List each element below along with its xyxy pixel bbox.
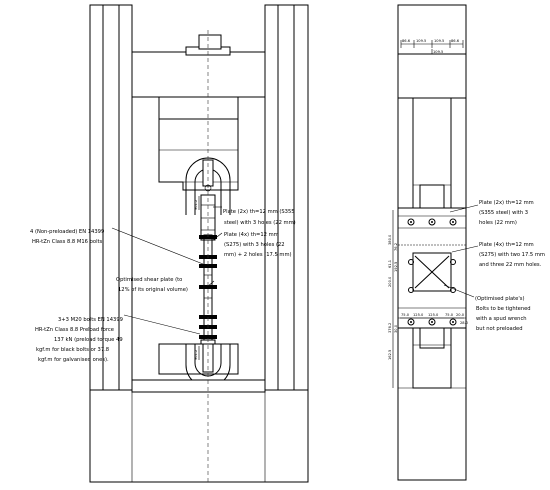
right-column-inner	[277, 4, 295, 391]
plate-2x-note-l2: steel) with 3 holes (22 mm)	[224, 220, 296, 226]
right-vertical-dims: 380.0 76.2 61.1 192.5 200.0 376.2 30.0 1…	[388, 210, 398, 388]
upper-grip-block	[158, 96, 239, 120]
svg-text:75.0: 75.0	[401, 313, 410, 317]
side-bolts-top	[407, 218, 457, 226]
svg-text:61.1: 61.1	[388, 260, 392, 268]
svg-text:125.0: 125.0	[413, 313, 424, 317]
plate-4x-note-l2: (S275) with 3 holes (22	[224, 242, 285, 248]
svg-text:380.0: 380.0	[388, 234, 392, 245]
x-brace-2	[414, 255, 450, 289]
plate-2x-note-l1: Plate (2x) th=12 mm (S355	[223, 209, 295, 215]
right-plate-4x-note-l2: (S275) with two 17.5 mm	[479, 252, 545, 258]
side-optimised-plate	[412, 252, 452, 292]
top-crosshead	[131, 51, 266, 98]
base-block	[89, 389, 309, 483]
upper-grip-taper	[158, 119, 239, 191]
svg-text:376.2: 376.2	[388, 323, 392, 333]
right-column-outer	[264, 4, 309, 391]
right-plate-2x-note-l3: holes (22 mm)	[479, 220, 517, 226]
top-actuator-head	[198, 34, 222, 50]
side-upper-grip	[412, 97, 452, 209]
side-connection-plates	[397, 207, 467, 329]
left-annotations: Plate (2x) th=12 mm (S355 steel) with 3 …	[30, 206, 296, 363]
right-optimised-note-l3: with a spud wrench	[476, 316, 527, 322]
base-plinth	[131, 379, 266, 393]
right-horizontal-dims: 75.0 125.0 125.0 75.0 20.0 28.0	[400, 313, 469, 325]
right-optimised-note-l4: but not preloaded	[476, 326, 522, 332]
right-side-view	[397, 4, 467, 481]
svg-text:20.0: 20.0	[456, 313, 465, 317]
svg-text:200.0: 200.0	[388, 276, 392, 287]
svg-text:125.0: 125.0	[428, 313, 439, 317]
svg-text:30.0: 30.0	[394, 324, 398, 333]
right-plate-2x-note-l1: Plate (2x) th=12 mm	[479, 200, 534, 206]
side-lower-plate	[419, 327, 445, 349]
right-optimised-note-l2: Bolts to be tightened	[476, 306, 531, 312]
dim-top-sub: 109.5	[433, 50, 443, 54]
svg-text:75.0: 75.0	[445, 313, 454, 317]
bolts-m20-note-l1: 3+3 M20 bolts EN 14399	[58, 317, 123, 323]
left-dim-v2: 961.2	[194, 350, 198, 360]
dim-top-1: 86.6	[402, 39, 411, 43]
shear-plate-note-l1: Optimised shear plate (to	[116, 277, 182, 283]
svg-text:192.5: 192.5	[394, 262, 398, 272]
right-plate-4x-note-l1: Plate (4x) th=12 mm	[479, 242, 534, 248]
bolts-m20-note-l5: kgf.m for galvanised ones).	[38, 357, 109, 363]
side-lower-grip	[412, 327, 452, 389]
svg-text:76.2: 76.2	[394, 243, 398, 251]
shear-plate-note-l2: 12% of its original volume)	[118, 287, 188, 293]
bolts-m20-note-l4: kgf.m for black bolts or 37.8	[36, 347, 109, 353]
right-optimised-note-l1: (Optimised plate's)	[475, 296, 525, 302]
bolts-m20-note-l3: 137 kN (preload torque 49	[54, 337, 123, 343]
right-plate-2x-note-l2: (S355 steel) with 3	[479, 210, 528, 216]
dim-top-4: 86.6	[451, 39, 460, 43]
right-plate-4x-note-l3: and three 22 mm holes.	[479, 262, 542, 268]
bolts-m20-note-l2: HR-tZn Class 8.8 Preload force	[35, 327, 114, 333]
left-dim-v1: 961.2	[194, 200, 198, 210]
svg-text:28.0: 28.0	[460, 321, 469, 325]
svg-text:162.5: 162.5	[388, 350, 392, 360]
dim-top-2: 109.5	[416, 39, 426, 43]
side-bolts-bottom	[407, 318, 457, 326]
left-elevation	[89, 4, 309, 483]
plate-4x-note-l3: mm) + 2 holes (17.5 mm)	[224, 252, 292, 258]
dim-top-3: 109.5	[434, 39, 444, 43]
side-top-block	[397, 53, 467, 99]
lower-grip-block	[158, 343, 239, 375]
right-annotations: Plate (2x) th=12 mm (S355 steel) with 3 …	[443, 200, 545, 332]
plate-4x-note-l1: Plate (4x) th=12 mm	[224, 232, 279, 238]
bolts-m16-note-l2: HR-tZn Class 8.8 M16 bolts	[32, 239, 103, 245]
bolts-m16-note-l1: 4 (Non-preloaded) EN 14399	[30, 229, 104, 235]
